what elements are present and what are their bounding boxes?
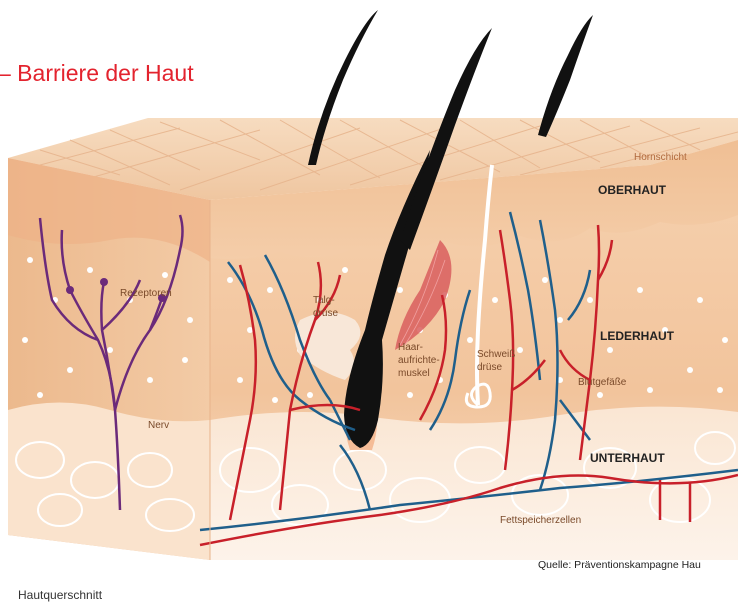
label-fettspeicherzellen: Fettspeicherzellen — [500, 515, 581, 526]
label-rezeptoren: Rezeptoren — [120, 288, 172, 299]
figure-caption: Hautquerschnitt — [18, 588, 102, 602]
source-note: Quelle: Präventionskampagne Hau — [538, 559, 701, 571]
label-unterhaut: UNTERHAUT — [590, 451, 665, 465]
label-haar-3: muskel — [398, 368, 430, 379]
label-lederhaut: LEDERHAUT — [600, 329, 675, 343]
label-haar-1: Haar- — [398, 342, 423, 353]
label-nerv: Nerv — [148, 420, 169, 431]
label-talg-2: drüse — [313, 308, 338, 319]
label-schweiss-1: Schweiß — [477, 349, 515, 360]
label-oberhaut: OBERHAUT — [598, 183, 667, 197]
label-talg-1: Talg- — [313, 295, 335, 306]
label-schweiss-2: drüse — [477, 362, 502, 373]
label-hornschicht: Hornschicht — [634, 152, 687, 163]
label-haar-2: aufrichte- — [398, 355, 440, 366]
label-blutgefaesse: Blutgefäße — [578, 377, 627, 388]
